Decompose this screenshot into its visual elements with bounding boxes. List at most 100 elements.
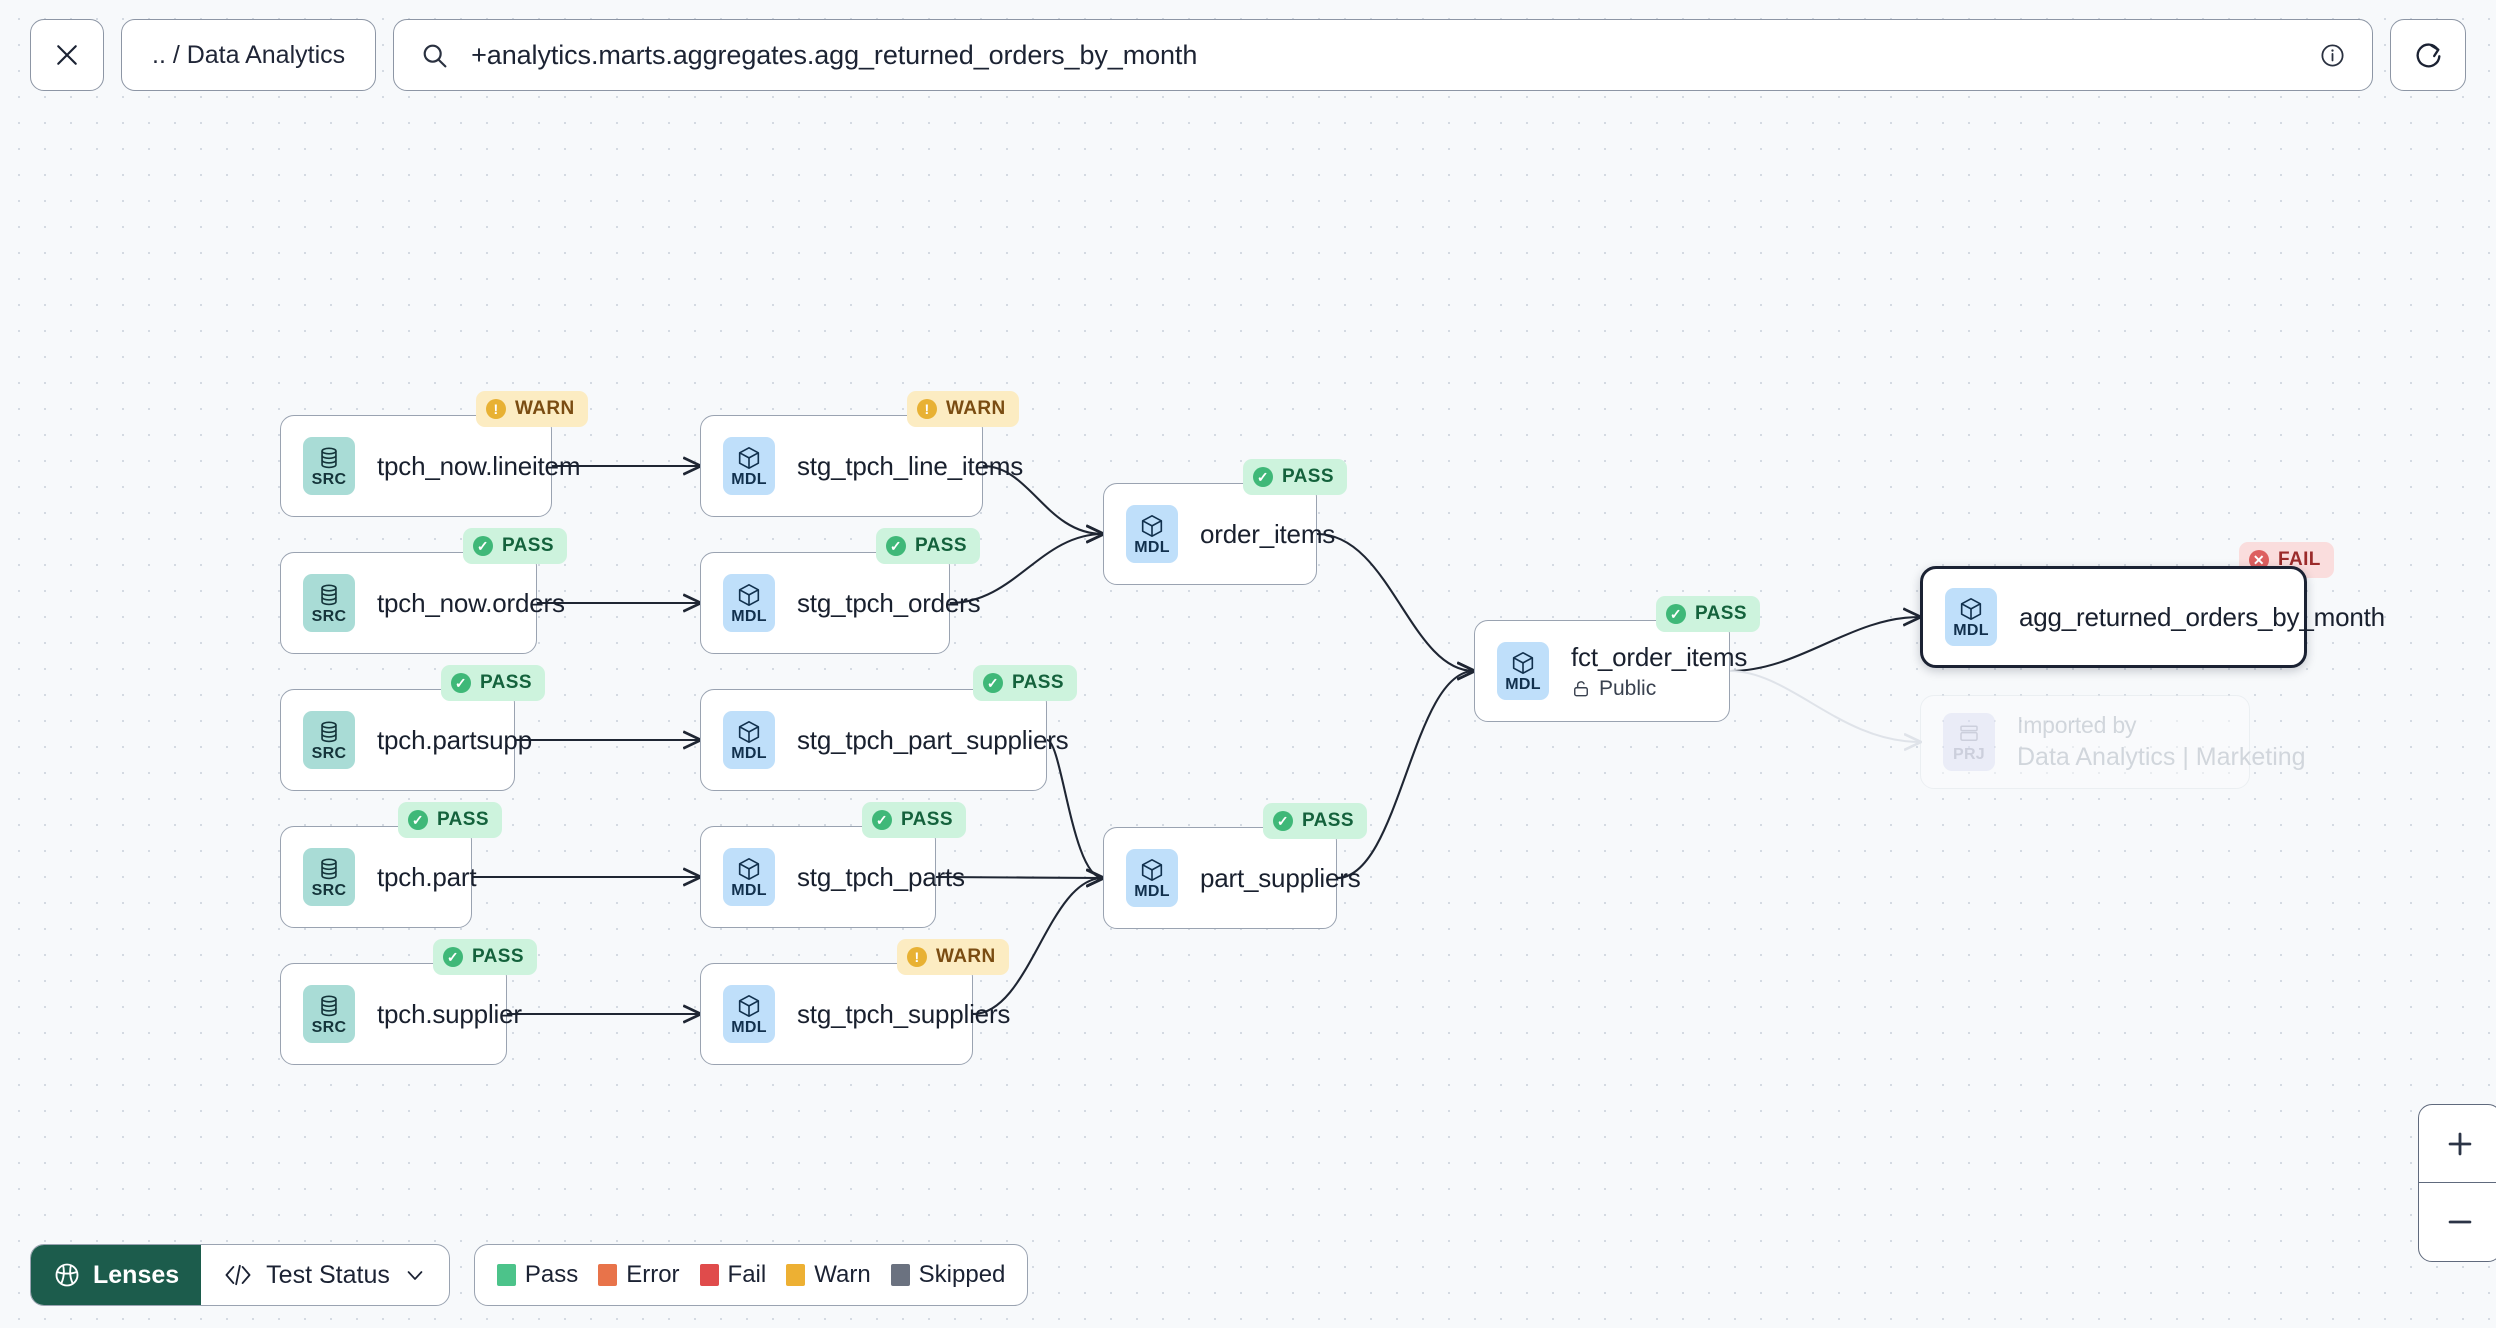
status-badge-label: PASS	[437, 809, 489, 830]
type-badge-label: SRC	[311, 744, 347, 762]
graph-node-agg_returned_orders_by_month[interactable]: MDL agg_returned_orders_by_month	[1920, 566, 2385, 668]
search-input[interactable]: +analytics.marts.aggregates.agg_returned…	[471, 39, 1198, 70]
mdl-type-badge: MDL	[1945, 588, 1997, 646]
status-badge-warn[interactable]: !WARN	[907, 391, 1019, 427]
info-icon[interactable]	[2319, 42, 2346, 69]
test-status-label: Test Status	[266, 1260, 390, 1289]
cube-icon	[736, 719, 762, 745]
status-badge-label: WARN	[515, 398, 575, 419]
pass-icon: ✓	[1666, 604, 1686, 624]
lineage-search-bar[interactable]: +analytics.marts.aggregates.agg_returned…	[393, 19, 2373, 91]
status-badge-label: PASS	[901, 809, 953, 830]
node-title: tpch.partsupp	[377, 724, 532, 755]
pass-icon: ✓	[886, 536, 906, 556]
node-title: stg_tpch_part_suppliers	[797, 724, 1069, 755]
node-body: Imported by Data Analytics | Marketing	[2017, 712, 2306, 772]
status-badge-label: PASS	[1282, 466, 1334, 487]
type-badge-label: MDL	[731, 607, 767, 625]
status-badge-label: FAIL	[2278, 549, 2321, 570]
src-type-badge: SRC	[303, 574, 355, 632]
legend-item-skipped[interactable]: Skipped	[890, 1261, 1006, 1289]
legend-swatch	[699, 1264, 719, 1286]
refresh-button[interactable]	[2390, 19, 2466, 91]
status-badge-pass[interactable]: ✓PASS	[398, 802, 502, 838]
zoom-controls	[2418, 1104, 2496, 1262]
node-body: tpch_now.orders	[377, 587, 565, 619]
close-icon	[52, 40, 82, 70]
status-badge-label: PASS	[1012, 672, 1064, 693]
node-body: agg_returned_orders_by_month	[2019, 601, 2385, 633]
status-badge-label: PASS	[502, 535, 554, 556]
zoom-out-button[interactable]	[2419, 1183, 2496, 1261]
pass-icon: ✓	[473, 536, 493, 556]
status-badge-pass[interactable]: ✓PASS	[441, 665, 545, 701]
pass-icon: ✓	[1273, 811, 1293, 831]
node-title: stg_tpch_parts	[797, 861, 965, 892]
legend-swatch	[598, 1264, 618, 1286]
database-icon	[316, 856, 342, 882]
src-type-badge: SRC	[303, 711, 355, 769]
warn-icon: !	[907, 947, 927, 967]
node-title: part_suppliers	[1200, 862, 1361, 893]
status-badge-pass[interactable]: ✓ PASS	[463, 528, 567, 564]
status-badge-warn[interactable]: !WARN	[476, 391, 588, 427]
zoom-in-button[interactable]	[2419, 1105, 2496, 1183]
legend-swatch	[786, 1264, 806, 1286]
status-badge-pass[interactable]: ✓ PASS	[1656, 596, 1760, 632]
lenses-control-group: Lenses Test Status	[30, 1244, 450, 1306]
type-badge-label: MDL	[1134, 882, 1170, 900]
graph-node-order_items[interactable]: MDL order_items	[1103, 483, 1336, 585]
status-badge-pass[interactable]: ✓ PASS	[862, 802, 966, 838]
status-badge-warn[interactable]: !WARN	[897, 939, 1009, 975]
status-badge-pass[interactable]: ✓ PASS	[1243, 459, 1347, 495]
test-status-dropdown[interactable]: Test Status	[201, 1245, 449, 1305]
unlock-icon	[1571, 679, 1591, 699]
node-title: order_items	[1200, 518, 1336, 549]
type-badge-label: MDL	[1505, 675, 1541, 693]
graph-node-tpch_now_orders[interactable]: SRC tpch_now.orders	[280, 552, 565, 654]
status-badge-pass[interactable]: ✓PASS	[433, 939, 537, 975]
node-title: fct_order_items	[1571, 641, 1748, 672]
graph-node-tpch_partsupp[interactable]: SRC tpch.partsupp	[280, 689, 532, 791]
close-button[interactable]	[30, 19, 104, 91]
legend-item-fail[interactable]: Fail	[699, 1261, 766, 1289]
lenses-label: Lenses	[93, 1260, 180, 1289]
chevron-down-icon	[403, 1263, 427, 1287]
node-body: stg_tpch_suppliers	[797, 999, 1010, 1030]
status-badge-label: PASS	[1302, 810, 1354, 831]
pass-icon: ✓	[872, 810, 892, 830]
status-badge-pass[interactable]: ✓PASS	[973, 665, 1077, 701]
pass-icon: ✓	[1253, 467, 1273, 487]
type-badge-label: SRC	[311, 1018, 347, 1036]
status-badge-pass[interactable]: ✓ PASS	[1263, 803, 1367, 839]
node-title: tpch_now.orders	[377, 587, 565, 618]
status-badge-label: PASS	[480, 672, 532, 693]
type-badge-label: MDL	[1134, 538, 1170, 556]
lenses-button[interactable]: Lenses	[31, 1245, 202, 1305]
legend-item-pass[interactable]: Pass	[496, 1261, 578, 1289]
graph-node-stg_tpch_parts[interactable]: MDL stg_tpch_parts	[700, 826, 965, 928]
legend-label: Skipped	[918, 1261, 1006, 1288]
legend-item-error[interactable]: Error	[598, 1261, 680, 1289]
legend-item-warn[interactable]: Warn	[786, 1261, 871, 1289]
status-badge-label: PASS	[1695, 603, 1747, 624]
breadcrumb[interactable]: .. / Data Analytics	[121, 19, 377, 91]
graph-node-part_suppliers[interactable]: MDL part_suppliers	[1103, 827, 1361, 929]
node-title: stg_tpch_line_items	[797, 450, 1023, 481]
node-title: Imported by	[2017, 712, 2137, 738]
node-subtitle: Data Analytics | Marketing	[2017, 743, 2306, 772]
type-badge-label: MDL	[731, 881, 767, 899]
code-icon	[223, 1262, 253, 1288]
status-badge-pass[interactable]: ✓PASS	[876, 528, 980, 564]
node-title: agg_returned_orders_by_month	[2019, 601, 2385, 632]
